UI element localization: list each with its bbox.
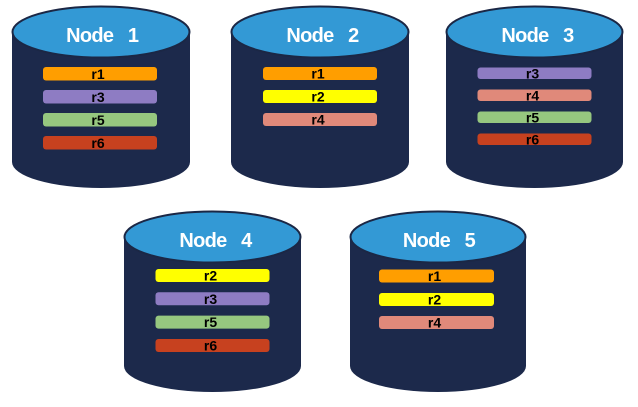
svg-text:Node 5: Node 5 (403, 230, 476, 252)
svg-text:r4: r4 (428, 315, 441, 331)
svg-text:r4: r4 (526, 87, 539, 103)
svg-text:r5: r5 (91, 112, 104, 128)
svg-text:r5: r5 (526, 109, 539, 125)
svg-text:r3: r3 (204, 291, 217, 307)
svg-text:r6: r6 (91, 135, 104, 151)
svg-text:r2: r2 (428, 292, 441, 308)
svg-text:Node 2: Node 2 (286, 25, 359, 47)
svg-text:r1: r1 (428, 268, 441, 284)
svg-text:r5: r5 (204, 314, 217, 330)
svg-text:Node 3: Node 3 (501, 25, 574, 47)
svg-text:r2: r2 (204, 268, 217, 284)
svg-text:r3: r3 (526, 65, 539, 81)
svg-text:r1: r1 (91, 66, 104, 82)
svg-text:r4: r4 (311, 112, 324, 128)
svg-text:r6: r6 (526, 131, 539, 147)
svg-text:r1: r1 (311, 66, 324, 82)
svg-text:r3: r3 (91, 89, 104, 105)
svg-text:r6: r6 (204, 338, 217, 354)
svg-text:Node 4: Node 4 (179, 230, 253, 252)
svg-text:r2: r2 (311, 89, 324, 105)
svg-text:Node 1: Node 1 (66, 25, 139, 47)
